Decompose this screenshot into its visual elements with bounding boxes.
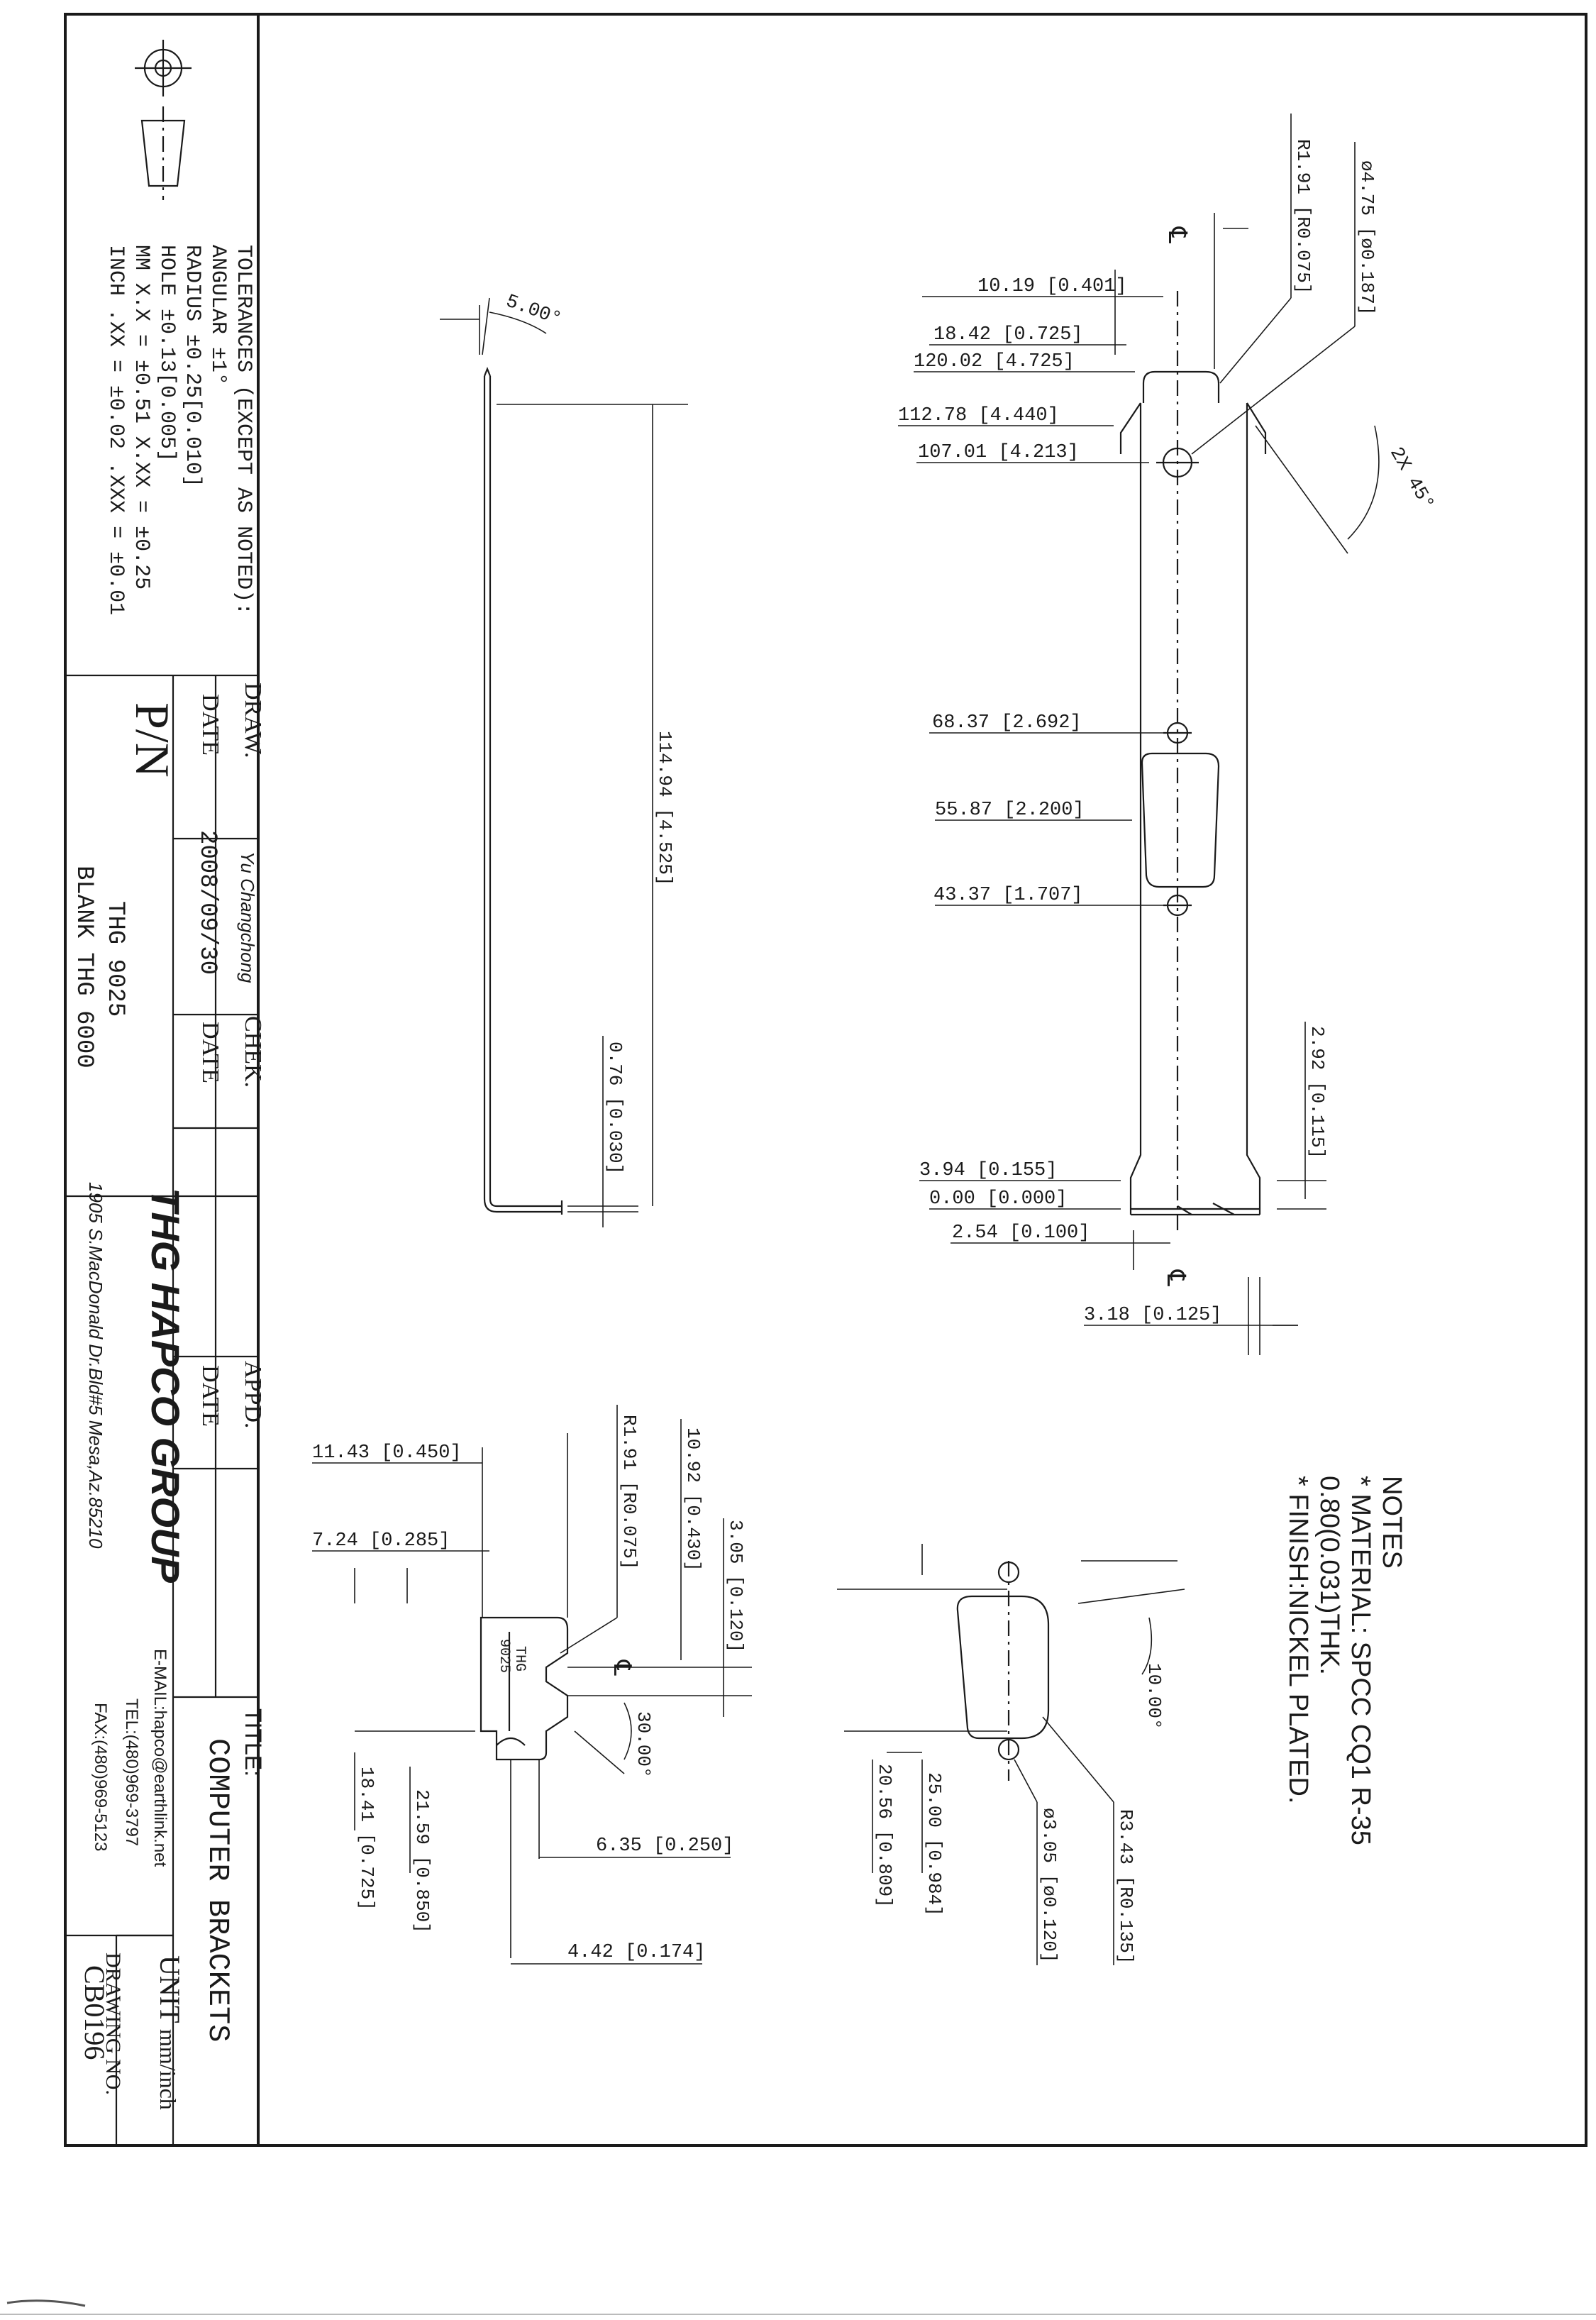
outer-border [64,13,1587,2147]
tolerance-inch: INCH .XX = ±0.02 .XXX = ±0.01 [104,245,128,615]
side-thickness-dim: 0.76 [0.030] [604,1042,626,1174]
drawer-signature: Yu Changchong [237,851,258,983]
main-view: 10.19 [0.401] 18.42 [0.725] 120.02 [4.72… [898,114,1438,1355]
main-dim-10-19: 10.19 [0.401] [977,276,1127,297]
main-dim-18-42: 18.42 [0.725] [933,324,1083,346]
tolerance-hole: HOLE ±0.13[0.005] [155,245,179,462]
bracket-outline [1119,402,1267,1215]
tab-dim-10-92: 10.92 [0.430] [682,1427,704,1571]
pn-value: THG 9025 [101,901,128,1017]
dsub-cutout [1141,752,1220,888]
main-dim-2-54: 2.54 [0.100] [952,1222,1090,1244]
tolerances-block: TOLERANCES (EXCEPT AS NOTED): ANGULAR ±1… [104,245,255,615]
dsub-dim-25-00: 25.00 [0.984] [924,1772,945,1916]
main-dim-55-87: 55.87 [2.200] [935,800,1085,821]
tolerance-angular: ANGULAR ±1° [206,245,230,385]
main-dim-r1-91: R1.91 [R0.075] [1292,139,1314,294]
tab-stamp-line2: 9025 [496,1639,512,1673]
top-tab [1142,370,1220,403]
dsub-dim-20-56: 20.56 [0.809] [874,1764,895,1908]
dsub-top-hole [997,1561,1020,1584]
tab-dim-3-05: 3.05 [0.120] [725,1520,746,1652]
unit-value: mm/inch [155,2029,181,2110]
tab-outline [480,1616,569,1761]
company-tel: TEL:(480)969-3797 [122,1698,141,1846]
main-dim-hole-dia: ø4.75 [ø0.187] [1356,160,1378,315]
company-email: E-MAIL:hapco@earthlink.net [150,1649,170,1867]
tab-view: THG 9025 11.43 [0.450] 7.24 [0.285] R1.9… [312,1405,752,1965]
dsub-outline [956,1595,1050,1740]
notes-block: NOTES * MATERIAL: SPCC CQ1 R-35 0.80(0.0… [1283,1476,1407,1845]
dsub-view: 20.56 [0.809] 25.00 [0.984] 10.00° R3.43… [837,1544,1185,1965]
drawing-no-label: DRAWING NO. [101,1952,125,2095]
tab-dim-r1-91: R1.91 [R0.075] [619,1415,640,1569]
bottom-foot [1131,1203,1260,1216]
notes-thickness: 0.80(0.031)THK. [1314,1476,1344,1675]
title-block-grid [65,674,258,2145]
company-fax: FAX:(480)969-5123 [91,1703,110,1851]
tab-dim-21-59: 21.59 [0.850] [411,1789,433,1933]
tolerance-heading: TOLERANCES (EXCEPT AS NOTED): [231,245,255,615]
tab-dim-18-41: 18.41 [0.725] [356,1767,377,1911]
main-dim-3-94: 3.94 [0.155] [919,1160,1057,1181]
check-label: CHEK. [240,1016,266,1088]
draw-label: DRAW. [240,683,266,758]
unit-label: UNIT [154,1955,186,2023]
blank-value: BLANK THG 6000 [70,866,97,1068]
tolerance-radius: RADIUS ±0.25[0.010] [180,245,204,487]
tab-dim-11-43: 11.43 [0.450] [312,1442,462,1464]
main-dim-0-00: 0.00 [0.000] [929,1188,1067,1210]
dsub-bottom-hole [997,1738,1020,1761]
dsub-dim-r3-43: R3.43 [R0.135] [1115,1809,1136,1964]
side-view: 5.00° 114.94 [4.525] 0.76 [0.030] [440,291,688,1227]
dsub-dim-10: 10.00° [1143,1663,1165,1730]
approve-label: APPD. [240,1361,266,1428]
title-label: TITLE: [240,1708,266,1777]
tab-stamp-line1: THG [511,1646,528,1672]
dsub-dim-hole: ø3.05 [ø0.120] [1038,1808,1060,1962]
tab-dim-4-42: 4.42 [0.174] [567,1942,705,1963]
drawing-no-value: CB0196 [79,1965,111,2060]
side-profile [483,376,562,1213]
tolerance-mm: MM X.X = ±0.51 X.XX = ±0.25 [129,245,153,590]
main-dim-68-37: 68.37 [2.692] [932,712,1082,734]
approve-date-label: DATE [197,1365,223,1427]
main-dim-2-92: 2.92 [0.115] [1307,1026,1328,1159]
tab-dim-30: 30.00° [633,1711,654,1778]
tab-dim-7-24: 7.24 [0.285] [312,1530,450,1552]
main-dim-chamfer: 2X 45° [1385,444,1438,514]
pn-label: P/N [126,702,179,778]
main-dim-3-18: 3.18 [0.125] [1084,1305,1221,1326]
projection-symbol-icon [135,40,192,200]
main-dim-43-37: 43.37 [1.707] [933,885,1083,906]
notes-heading: NOTES [1377,1476,1407,1569]
main-bottom-centerline-symbol: ℄ [1162,1269,1191,1286]
notes-finish: * FINISH:NICKEL PLATED. [1283,1476,1313,1803]
tab-dim-6-35: 6.35 [0.250] [596,1835,733,1857]
draw-date-label: DATE [197,694,223,756]
tab-centerline-symbol: ℄ [609,1659,636,1676]
company-name: THG HAPCO GROUP [143,1188,188,1584]
side-length-dim: 114.94 [4.525] [654,731,675,885]
main-top-centerline-symbol: ℄ [1163,226,1192,243]
title-value: COMPUTER BRACKETS [201,1738,235,2042]
main-dim-112-78: 112.78 [4.440] [898,405,1059,426]
company-address: 1905 S.MacDonald Dr.Bld#5 Mesa,Az.85210 [85,1182,106,1549]
draw-date-value: 2008/09/30 [194,830,221,975]
main-dim-107-01: 107.01 [4.213] [918,442,1079,463]
check-date-label: DATE [197,1022,223,1083]
main-dim-120-02: 120.02 [4.725] [914,351,1075,372]
notes-material: * MATERIAL: SPCC CQ1 R-35 [1346,1476,1375,1845]
side-angle-dim: 5.00° [503,291,564,331]
scan-mark [6,2299,86,2307]
